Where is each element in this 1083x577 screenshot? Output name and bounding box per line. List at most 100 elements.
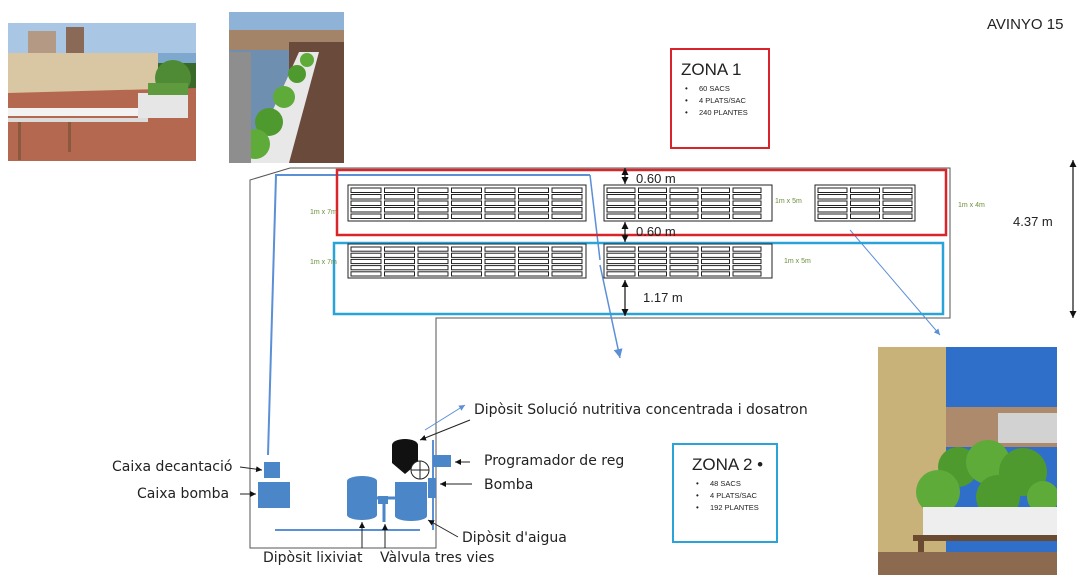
dim-bottom-clearance: 1.17 m — [643, 290, 683, 305]
grow-bag — [451, 252, 482, 258]
bed-label-row2-right: 1m x 5m — [784, 258, 811, 265]
grow-bag — [551, 187, 583, 193]
photo-rooftop-3 — [878, 347, 1057, 575]
grow-bag — [606, 271, 636, 277]
grow-bag — [701, 207, 730, 213]
grow-bag — [518, 271, 549, 277]
zone2-card: ZONA 2 • 48 SACS 4 PLATS/SAC 192 PLANTES — [672, 443, 778, 543]
grow-bag — [518, 258, 549, 265]
grow-bag — [417, 187, 449, 193]
grow-bag — [417, 258, 449, 265]
grow-bag — [484, 271, 516, 277]
grow-bag — [701, 271, 730, 277]
grow-bag — [638, 271, 667, 277]
grow-bag — [850, 213, 880, 219]
bed-label-row1-mid: 1m x 5m — [775, 198, 802, 205]
grow-bag — [350, 252, 382, 258]
label-caixa-bomba: Caixa bomba — [137, 486, 230, 502]
grow-bag — [606, 187, 636, 193]
grow-bag — [484, 194, 516, 200]
grow-bag — [850, 194, 880, 200]
grow-bag — [384, 187, 415, 193]
grow-bag — [701, 187, 730, 193]
grow-bag — [701, 265, 730, 271]
label-bomba: Bomba — [484, 477, 534, 493]
grow-bag — [484, 213, 516, 219]
grow-bag — [350, 258, 382, 265]
grow-bag — [384, 207, 415, 213]
zone1-title: ZONA 1 — [681, 60, 742, 79]
grow-bag — [484, 246, 516, 252]
grow-bag — [882, 213, 913, 219]
grow-bag — [350, 200, 382, 206]
grow-bag — [350, 194, 382, 200]
dim-total-height: 4.37 m — [1013, 214, 1053, 229]
grow-bag — [732, 271, 762, 277]
grow-bag — [817, 200, 848, 206]
grow-bag — [417, 207, 449, 213]
grow-bag — [638, 194, 667, 200]
grow-bag — [669, 207, 699, 213]
grow-bag — [384, 258, 415, 265]
grow-bag — [606, 200, 636, 206]
grow-bag — [732, 246, 762, 252]
grow-bag — [551, 200, 583, 206]
grow-bag — [850, 207, 880, 213]
grow-bag — [384, 194, 415, 200]
grow-bag — [850, 200, 880, 206]
grow-bag — [669, 271, 699, 277]
grow-bag — [850, 187, 880, 193]
grow-bag — [451, 194, 482, 200]
grow-bag — [638, 200, 667, 206]
grow-bag — [606, 265, 636, 271]
grow-bag — [732, 194, 762, 200]
label-diposit-solucio: Dipòsit Solució nutritiva concentrada i … — [474, 402, 808, 418]
grow-bag — [484, 258, 516, 265]
zone1-item: 240 PLANTES — [681, 107, 768, 119]
grow-bag — [350, 213, 382, 219]
grow-bag — [669, 187, 699, 193]
grow-bag — [384, 213, 415, 219]
grow-bag — [518, 200, 549, 206]
zone2-item: 192 PLANTES — [692, 502, 776, 514]
grow-bag — [638, 265, 667, 271]
bed-label-row1-right: 1m x 4m — [958, 202, 985, 209]
label-programador: Programador de reg — [484, 453, 625, 469]
grow-bag — [882, 207, 913, 213]
grow-bag — [350, 246, 382, 252]
grow-bag — [451, 200, 482, 206]
grow-bag — [484, 207, 516, 213]
grow-bag — [732, 252, 762, 258]
grow-bag — [551, 265, 583, 271]
grow-bag — [384, 252, 415, 258]
grow-bag — [417, 194, 449, 200]
label-diposit-lixiviat: Dipòsit lixiviat — [263, 550, 363, 566]
grow-bag — [417, 200, 449, 206]
grow-bag — [817, 187, 848, 193]
grow-bag — [817, 207, 848, 213]
grow-bag — [701, 213, 730, 219]
grow-bag — [551, 258, 583, 265]
grow-bag — [669, 194, 699, 200]
grow-bag — [638, 187, 667, 193]
grow-bag — [451, 271, 482, 277]
grow-bag — [669, 265, 699, 271]
grow-bag — [701, 258, 730, 265]
grow-bag — [518, 213, 549, 219]
grow-bag — [384, 265, 415, 271]
grow-bag — [732, 187, 762, 193]
grow-bag — [638, 246, 667, 252]
grow-bag — [484, 187, 516, 193]
grow-bag — [451, 265, 482, 271]
grow-bag — [606, 258, 636, 265]
zone1-list: 60 SACS 4 PLATS/SAC 240 PLANTES — [681, 83, 768, 119]
zone2-title: ZONA 2 • — [692, 455, 764, 474]
grow-bag — [350, 271, 382, 277]
dim-gap-top: 0.60 m — [636, 171, 676, 186]
grow-bag — [551, 194, 583, 200]
grow-bag — [551, 213, 583, 219]
grow-bag — [817, 213, 848, 219]
grow-bag — [606, 252, 636, 258]
grow-bag — [518, 187, 549, 193]
